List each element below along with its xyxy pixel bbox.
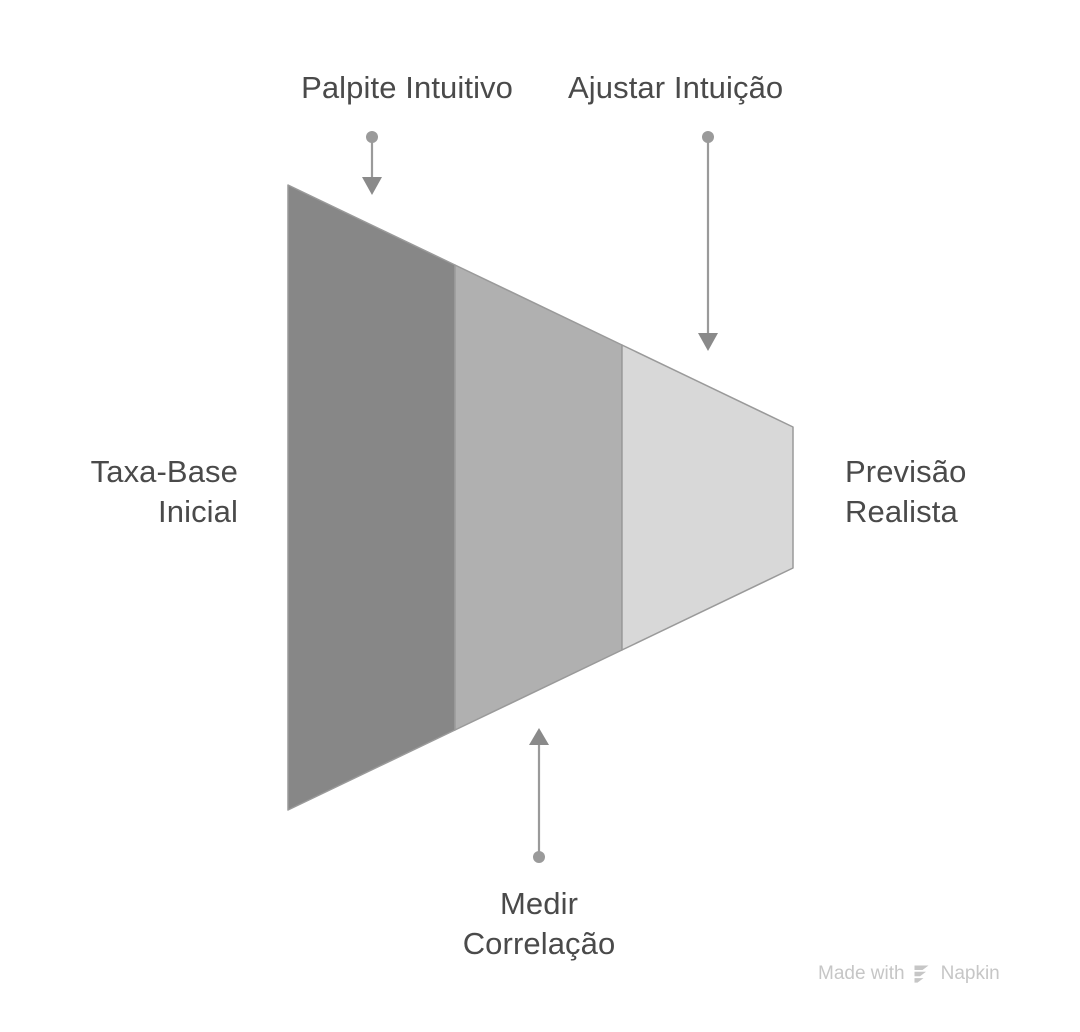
connector-top-right bbox=[698, 131, 718, 351]
funnel-label-bottom: Medir Correlação bbox=[462, 886, 616, 961]
funnel-segment-1[interactable] bbox=[287, 184, 456, 811]
funnel-label-left: Taxa-Base Inicial bbox=[90, 454, 238, 529]
watermark-brand-text: Napkin bbox=[940, 963, 1000, 984]
funnel-label-top-left: Palpite Intuitivo bbox=[301, 70, 513, 105]
connector-arrowhead-icon bbox=[362, 177, 382, 195]
funnel-label-top-right: Ajustar Intuição bbox=[568, 70, 784, 105]
watermark-prefix-text: Made with bbox=[818, 963, 905, 984]
napkin-logo-icon bbox=[912, 964, 934, 984]
funnel-segment-2[interactable] bbox=[454, 264, 623, 731]
connector-arrowhead-icon bbox=[698, 333, 718, 351]
connector-arrowhead-icon bbox=[529, 728, 549, 745]
funnel-label-right: Previsão Realista bbox=[845, 454, 967, 529]
connector-top-left bbox=[362, 131, 382, 195]
napkin-watermark: Made with Napkin bbox=[818, 962, 1000, 986]
connector-bottom bbox=[529, 728, 549, 863]
funnel-segment-3[interactable] bbox=[621, 344, 794, 651]
